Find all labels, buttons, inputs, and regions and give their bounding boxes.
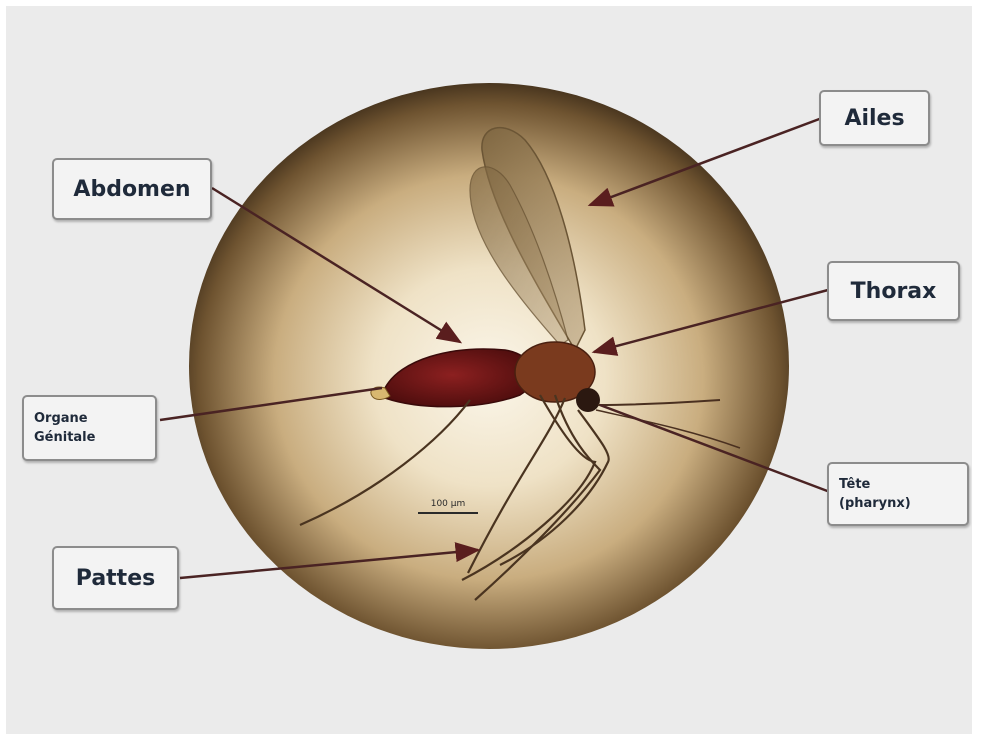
label-organe-genitale: Organe Génitale — [22, 395, 157, 461]
head-body — [576, 388, 600, 412]
label-abdomen: Abdomen — [52, 158, 212, 220]
label-thorax: Thorax — [827, 261, 960, 321]
scale-bar-label: 100 µm — [431, 499, 466, 509]
label-tete-pharynx: Tête (pharynx) — [827, 462, 969, 526]
label-pattes: Pattes — [52, 546, 179, 610]
label-ailes: Ailes — [819, 90, 930, 146]
